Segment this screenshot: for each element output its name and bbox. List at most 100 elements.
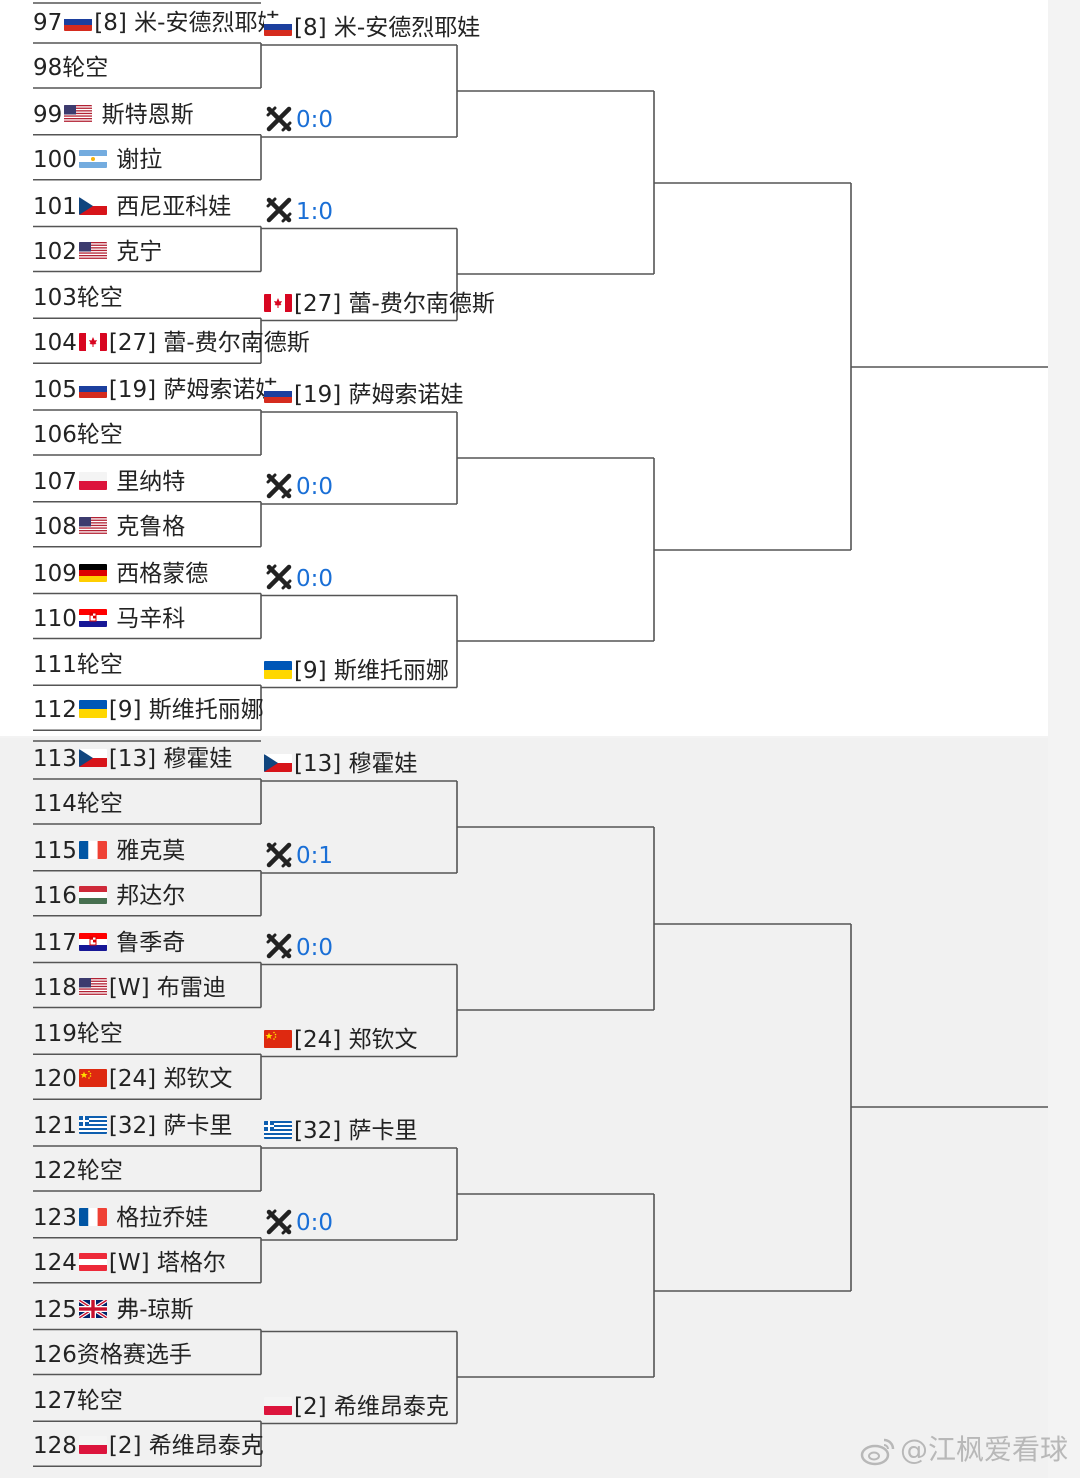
round1-entry[interactable]: 97[8] 米-安德烈耶娃 bbox=[33, 8, 280, 38]
argentina-flag-icon bbox=[78, 149, 107, 168]
round1-entry[interactable]: 109 西格蒙德 bbox=[33, 559, 208, 589]
entry-number: 119 bbox=[33, 1021, 77, 1048]
usa-flag-icon bbox=[78, 241, 107, 260]
round1-entry[interactable]: 128[2] 希维昂泰克 bbox=[33, 1431, 264, 1461]
player-name: 格拉乔娃 bbox=[116, 1204, 209, 1231]
usa-flag-icon bbox=[78, 516, 107, 535]
round1-entry[interactable]: 118[W] 布雷迪 bbox=[33, 973, 226, 1003]
round1-entry[interactable]: 111轮空 bbox=[33, 650, 123, 680]
entry-number: 115 bbox=[33, 837, 77, 864]
round1-entry[interactable]: 120 [24] 郑钦文 bbox=[33, 1064, 232, 1094]
player-name: 斯特恩斯 bbox=[101, 101, 194, 128]
round1-entry[interactable]: 101 西尼亚科娃 bbox=[33, 192, 231, 222]
round1-entry[interactable]: 121[32] 萨卡里 bbox=[33, 1111, 232, 1141]
vs-icon bbox=[266, 564, 292, 590]
round1-entry[interactable]: 107 里纳特 bbox=[33, 467, 185, 497]
usa-flag-icon bbox=[64, 104, 93, 123]
round1-entry[interactable]: 124 [W] 塔格尔 bbox=[33, 1248, 226, 1278]
round1-entry[interactable]: 117 鲁季奇 bbox=[33, 928, 185, 958]
score-value: 0:0 bbox=[296, 474, 334, 500]
round1-entry[interactable]: 108 克鲁格 bbox=[33, 512, 185, 542]
match-score[interactable]: 0:0 bbox=[264, 1208, 333, 1238]
entry-number: 113 bbox=[33, 746, 77, 772]
round1-entry[interactable]: 99 斯特恩斯 bbox=[33, 100, 194, 130]
ukraine-flag-icon bbox=[78, 700, 107, 719]
round1-entry[interactable]: 98轮空 bbox=[33, 53, 108, 83]
player-name: [19] 萨姆索诺娃 bbox=[294, 382, 464, 408]
player-name: 雅克莫 bbox=[116, 837, 186, 864]
germany-flag-icon bbox=[78, 563, 107, 582]
czech-flag-icon bbox=[78, 196, 107, 215]
round1-entry[interactable]: 125 弗-琼斯 bbox=[33, 1295, 194, 1325]
player-name: 克鲁格 bbox=[116, 513, 186, 540]
entry-number: 123 bbox=[33, 1204, 77, 1231]
entry-number: 101 bbox=[33, 193, 77, 220]
vs-icon bbox=[266, 197, 292, 223]
round1-entry[interactable]: 127轮空 bbox=[33, 1386, 123, 1416]
match-score[interactable]: 1:0 bbox=[264, 197, 333, 227]
round2-entry[interactable]: [19] 萨姆索诺娃 bbox=[264, 380, 464, 410]
player-name: 轮空 bbox=[76, 285, 123, 312]
player-name: 西格蒙德 bbox=[116, 560, 209, 587]
poland-flag-icon bbox=[78, 1436, 107, 1455]
round2-entry[interactable]: [27] 蕾-费尔南德斯 bbox=[264, 289, 495, 319]
round1-entry[interactable]: 126资格赛选手 bbox=[33, 1340, 192, 1370]
round2-entry[interactable]: [32] 萨卡里 bbox=[264, 1116, 418, 1146]
round1-entry[interactable]: 106轮空 bbox=[33, 420, 123, 450]
match-score[interactable]: 0:0 bbox=[264, 105, 333, 135]
player-name: 资格赛选手 bbox=[76, 1341, 192, 1368]
round1-entry[interactable]: 113[13] 穆霍娃 bbox=[33, 744, 232, 774]
score-value: 0:0 bbox=[296, 1210, 334, 1236]
round1-entry[interactable]: 116 邦达尔 bbox=[33, 881, 185, 911]
entry-number: 126 bbox=[33, 1341, 77, 1368]
round1-entry[interactable]: 103轮空 bbox=[33, 283, 123, 313]
round2-entry[interactable]: [24] 郑钦文 bbox=[264, 1025, 418, 1055]
entry-number: 100 bbox=[33, 146, 77, 173]
match-score[interactable]: 0:0 bbox=[264, 933, 333, 963]
score-value: 1:0 bbox=[296, 198, 334, 225]
round1-entry[interactable]: 102 克宁 bbox=[33, 237, 162, 267]
entry-number: 103 bbox=[33, 285, 77, 312]
round2-entry[interactable]: [8] 米-安德烈耶娃 bbox=[264, 13, 480, 43]
entry-number: 117 bbox=[33, 929, 77, 956]
round2-entry[interactable]: [9] 斯维托丽娜 bbox=[264, 656, 449, 686]
entry-number: 124 bbox=[33, 1249, 77, 1276]
entry-number: 120 bbox=[33, 1066, 77, 1093]
match-score[interactable]: 0:0 bbox=[264, 472, 333, 502]
entry-number: 116 bbox=[33, 882, 77, 909]
round1-entry[interactable]: 122轮空 bbox=[33, 1156, 123, 1186]
player-name: [13] 穆霍娃 bbox=[294, 751, 418, 777]
vs-icon bbox=[266, 933, 292, 959]
match-score[interactable]: 0:0 bbox=[264, 564, 333, 594]
round1-entry[interactable]: 123 格拉乔娃 bbox=[33, 1203, 208, 1233]
entry-number: 98 bbox=[33, 55, 63, 81]
entry-number: 114 bbox=[33, 791, 77, 817]
player-name: [W] 塔格尔 bbox=[108, 1249, 226, 1276]
round1-entry[interactable]: 114轮空 bbox=[33, 789, 123, 819]
entry-number: 121 bbox=[33, 1113, 77, 1139]
player-name: 西尼亚科娃 bbox=[116, 193, 232, 220]
round2-entry[interactable]: [13] 穆霍娃 bbox=[264, 749, 418, 779]
china-flag-icon bbox=[264, 1029, 292, 1048]
player-name: [2] 希维昂泰克 bbox=[294, 1393, 449, 1420]
entry-number: 104 bbox=[33, 330, 77, 357]
entry-number: 109 bbox=[33, 560, 77, 587]
round1-entry[interactable]: 100 谢拉 bbox=[33, 145, 162, 175]
match-score[interactable]: 0:1 bbox=[264, 841, 333, 871]
player-name: [24] 郑钦文 bbox=[108, 1066, 233, 1093]
china-flag-icon bbox=[78, 1069, 107, 1088]
round1-entry[interactable]: 104[27] 蕾-费尔南德斯 bbox=[33, 328, 310, 358]
round1-entry[interactable]: 115 雅克莫 bbox=[33, 836, 185, 866]
round1-entry[interactable]: 110 马辛科 bbox=[33, 604, 185, 634]
round1-entry[interactable]: 119轮空 bbox=[33, 1019, 123, 1049]
round2-entry[interactable]: [2] 希维昂泰克 bbox=[264, 1392, 449, 1422]
entry-number: 99 bbox=[33, 101, 63, 128]
player-name: 轮空 bbox=[76, 1158, 123, 1184]
player-name: 轮空 bbox=[76, 422, 123, 448]
entry-number: 102 bbox=[33, 238, 77, 265]
round1-entry[interactable]: 112[9] 斯维托丽娜 bbox=[33, 695, 264, 725]
score-value: 0:0 bbox=[296, 565, 334, 592]
player-name: 里纳特 bbox=[116, 468, 186, 495]
player-name: 鲁季奇 bbox=[116, 929, 186, 956]
round1-entry[interactable]: 105[19] 萨姆索诺娃 bbox=[33, 375, 278, 405]
